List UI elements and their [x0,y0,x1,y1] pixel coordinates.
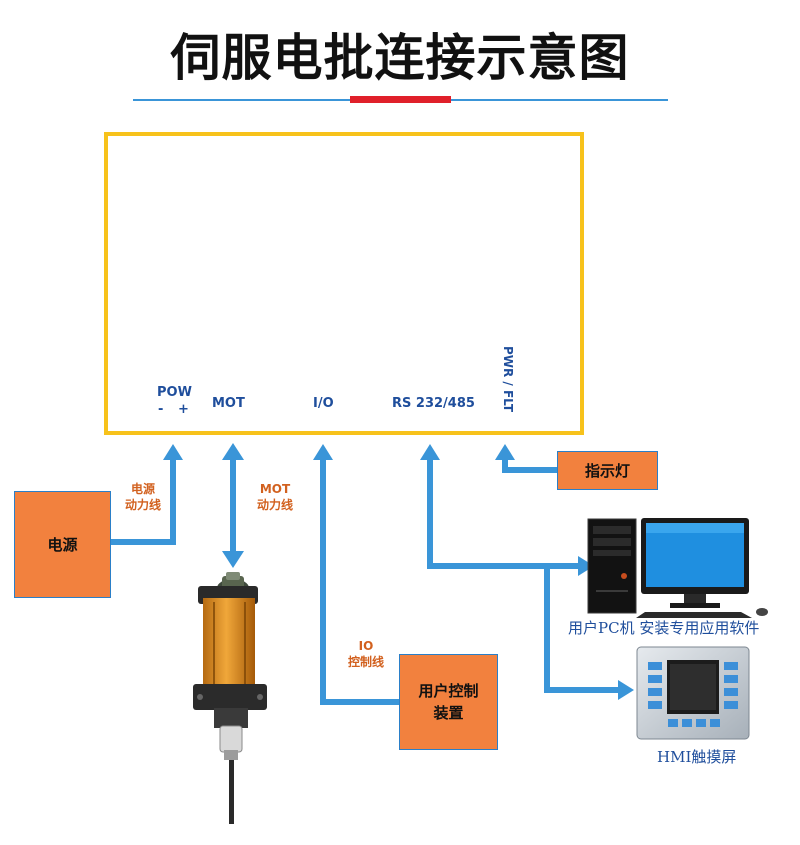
port-mot-label: MOT [212,396,245,411]
io-cable-label: IO 控制线 [341,638,391,670]
indicator-cable-arrow [502,458,558,473]
port-pow-minus: - [158,402,164,417]
rs-cable-arrow [427,458,584,569]
hmi-caption: HMI触摸屏 [657,748,737,766]
power-cable-label: 电源 动力线 [118,481,168,513]
servo-screwdriver-image [193,572,267,824]
io-cable-label-line1: IO [358,639,374,653]
hmi-screen-image [636,646,750,740]
page-title: 伺服电批连接示意图 [170,29,630,87]
mot-cable-label-line1: MOT [259,482,291,496]
controller-frame [104,132,584,435]
hmi-arrowhead [618,680,634,700]
io-cable-label-line2: 控制线 [347,655,384,669]
indicator-light-box: 指示灯 [557,451,658,490]
power-cable-label-line1: 电源 [130,482,155,496]
power-cable-label-line2: 动力线 [124,498,161,512]
power-cable-arrow [110,458,176,545]
io-cable-arrow [320,458,400,705]
pc-caption: 用户PC机 安装专用应用软件 [568,619,760,637]
power-arrowhead [163,444,183,460]
mot-arrowhead-up [222,443,244,460]
indicator-arrowhead [495,444,515,460]
port-pow-plus: + [178,402,189,417]
title-accent-bar [350,96,451,103]
mot-cable-label: MOT 动力线 [251,481,299,513]
port-pow-label: POW [157,385,192,400]
hmi-cable-arrow [544,566,620,693]
pc-tower-image [587,518,637,614]
power-supply-box: 电源 [14,491,111,598]
port-io-label: I/O [313,396,334,411]
pc-arrowhead [578,556,594,576]
mot-cable-label-line2: 动力线 [256,498,293,512]
port-pwr-flt-label: PWR / FLT [501,345,515,413]
rs-arrowhead [420,444,440,460]
user-control-device-box: 用户控制装置 [399,654,498,750]
mot-arrowhead-down [222,551,244,568]
port-rs-label: RS 232/485 [392,396,475,411]
pc-monitor-image [636,518,768,618]
io-arrowhead [313,444,333,460]
